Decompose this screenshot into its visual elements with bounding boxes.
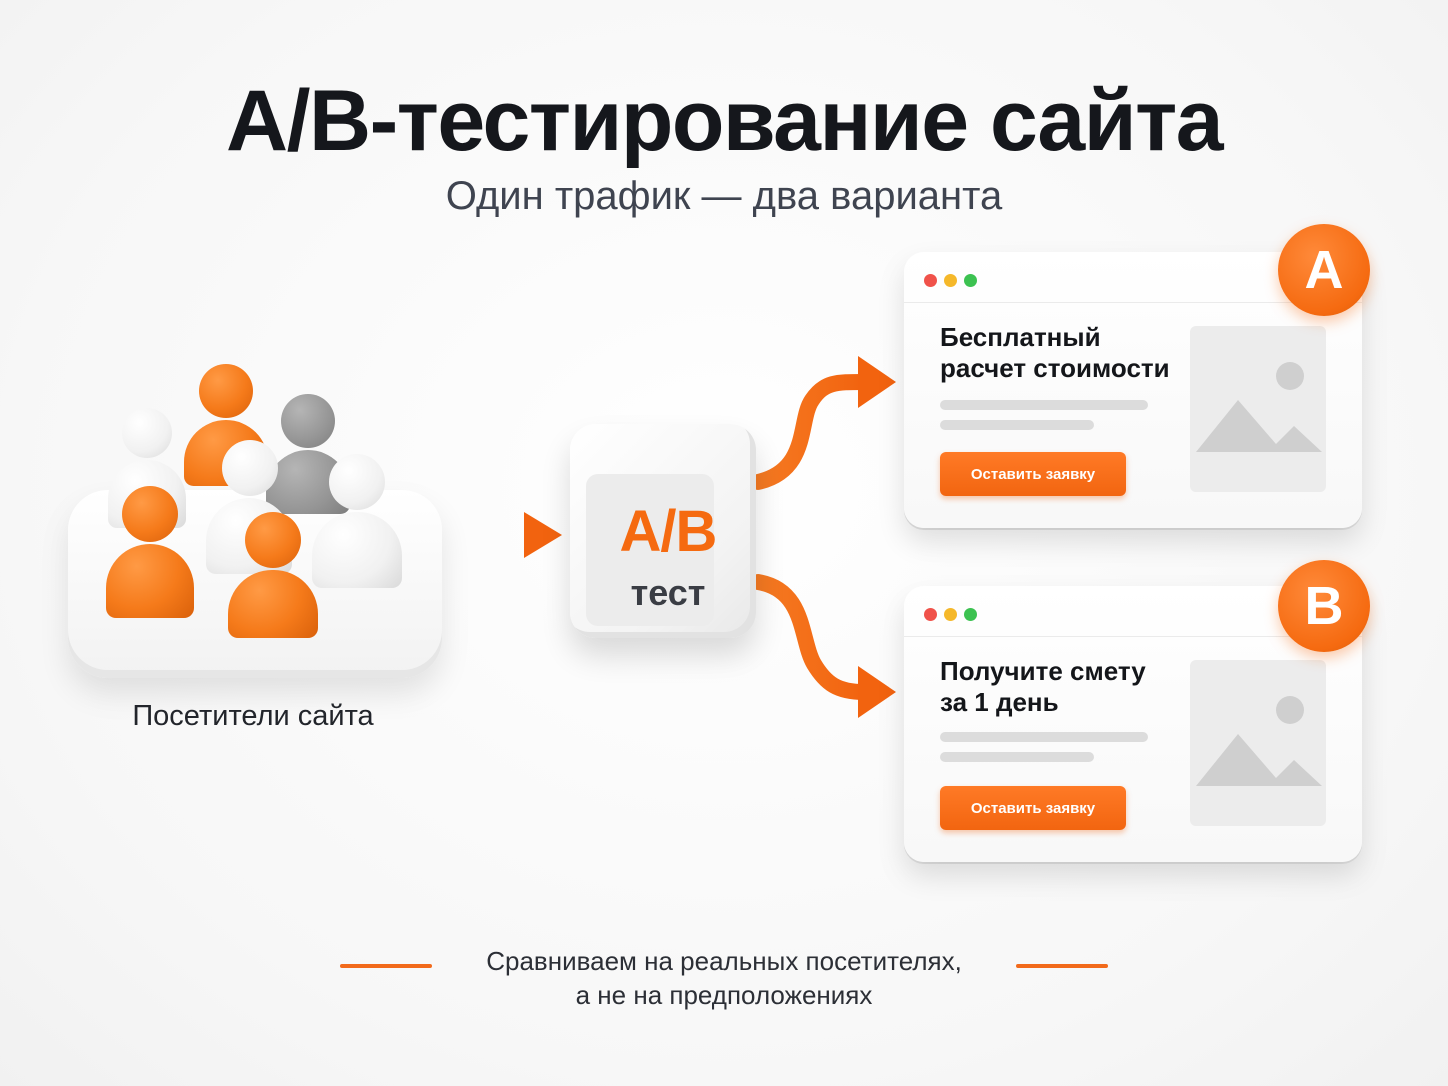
variant-a-headline-line1: Бесплатный [940, 322, 1101, 352]
window-controls [924, 274, 984, 292]
maximize-dot-icon [964, 608, 977, 621]
text-placeholder-line [940, 400, 1148, 410]
window-controls [924, 608, 984, 626]
person-icon [312, 454, 402, 588]
arrow-test-to-variant-a [750, 356, 896, 490]
footer-line2: а не на предположениях [575, 980, 873, 1010]
arrow-visitors-to-test [440, 512, 562, 558]
variant-a-card: Бесплатный расчет стоимости Оставить зая… [904, 252, 1362, 528]
minimize-dot-icon [944, 274, 957, 287]
test-label: тест [630, 572, 706, 613]
mountain-image-icon [1196, 696, 1322, 786]
person-icon [228, 512, 318, 638]
person-icon [106, 486, 194, 618]
variant-b-headline: Получите смету за 1 день [940, 656, 1200, 718]
page-title: A/B-тестирование сайта [225, 73, 1224, 169]
variant-a-cta-button[interactable]: Оставить заявку [940, 452, 1126, 496]
minimize-dot-icon [944, 608, 957, 621]
variant-b-headline-line1: Получите смету [940, 656, 1146, 686]
window-divider [904, 302, 1362, 303]
variant-b-cta-button[interactable]: Оставить заявку [940, 786, 1126, 830]
mountain-image-icon [1196, 362, 1322, 452]
close-dot-icon [924, 274, 937, 287]
maximize-dot-icon [964, 274, 977, 287]
variant-a-headline: Бесплатный расчет стоимости [940, 322, 1200, 384]
variant-a-badge: A [1278, 224, 1370, 316]
window-divider [904, 636, 1362, 637]
footer-line1: Сравниваем на реальных посетителях, [486, 946, 962, 976]
visitors-label: Посетители сайта [132, 700, 374, 732]
variant-b-headline-line2: за 1 день [940, 687, 1059, 717]
ab-label: A/B [619, 499, 718, 564]
ab-test-block: A/B тест [570, 424, 756, 638]
ab-test-face: A/B тест [586, 474, 717, 626]
text-placeholder-line [940, 752, 1094, 762]
close-dot-icon [924, 608, 937, 621]
text-placeholder-line [940, 420, 1094, 430]
page-subtitle: Один трафик — два варианта [445, 174, 1003, 218]
footer-accent-line-left [340, 964, 432, 968]
image-placeholder-icon [1190, 660, 1326, 826]
footer-accent-line-right [1016, 964, 1108, 968]
arrow-test-to-variant-b [750, 574, 896, 718]
variant-a-headline-line2: расчет стоимости [940, 353, 1170, 383]
image-placeholder-icon [1190, 326, 1326, 492]
footer-note: Сравниваем на реальных посетителях, а не… [434, 944, 1014, 1012]
variant-b-badge: B [1278, 560, 1370, 652]
text-placeholder-line [940, 732, 1148, 742]
